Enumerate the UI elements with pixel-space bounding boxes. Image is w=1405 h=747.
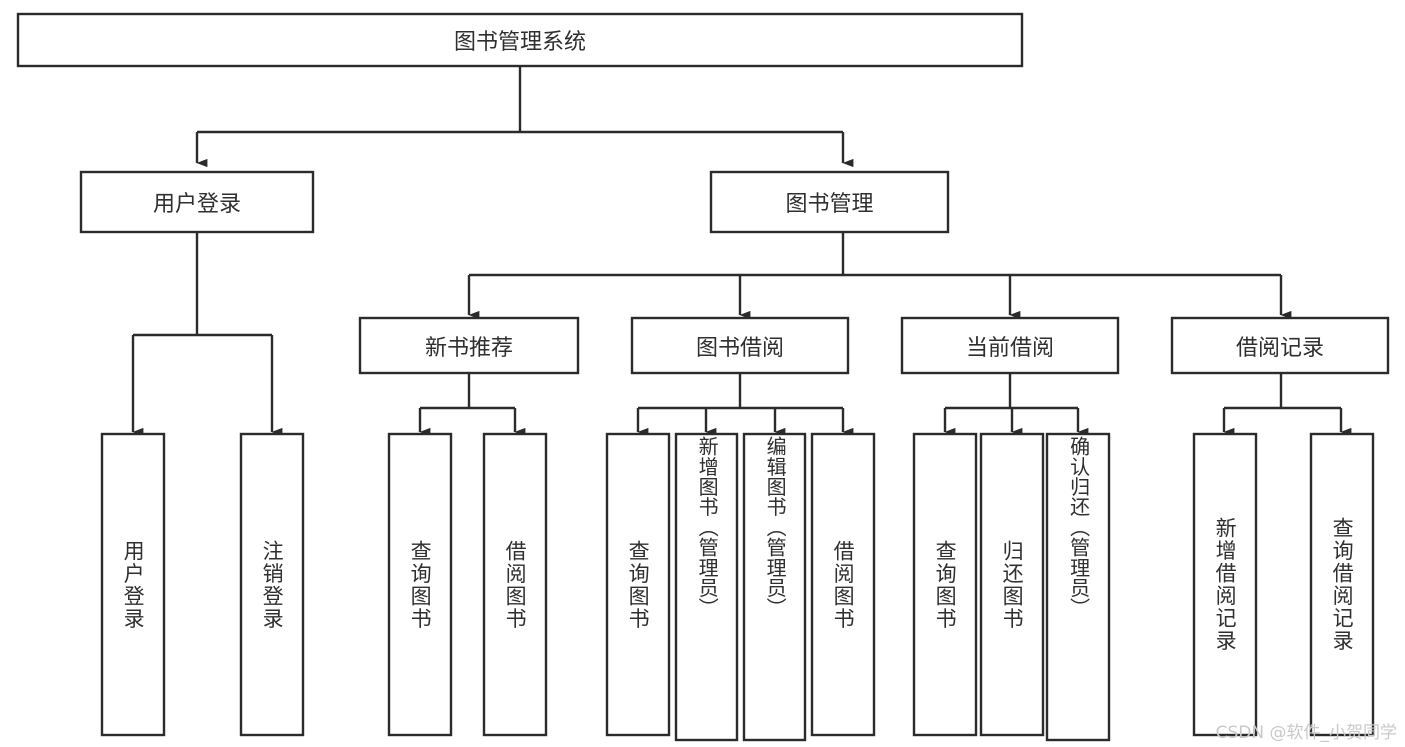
node-leaf-confirm-return-admin[interactable] xyxy=(1045,432,1111,742)
node-book-borrow[interactable] xyxy=(630,316,850,375)
node-leaf-query-record[interactable] xyxy=(1309,432,1375,737)
connector-userlogin-to-leaves xyxy=(131,232,283,437)
connector-root-to-level1 xyxy=(195,66,854,168)
connector-currentborrow-to-leaves xyxy=(943,373,1089,437)
node-user-login[interactable] xyxy=(79,170,315,234)
node-leaf-add-book-admin[interactable] xyxy=(674,432,739,742)
node-leaf-return-book[interactable] xyxy=(979,432,1045,737)
node-borrow-record[interactable] xyxy=(1170,316,1390,375)
connector-bookmanage-to-level2 xyxy=(467,232,1292,320)
connector-newbookrec-to-leaves xyxy=(418,373,526,437)
node-leaf-borrow-book-1[interactable] xyxy=(482,432,548,737)
node-leaf-add-record[interactable] xyxy=(1192,432,1258,737)
connector-bookborrow-to-leaves xyxy=(636,373,854,437)
node-root[interactable] xyxy=(16,12,1024,68)
node-book-manage[interactable] xyxy=(709,170,950,234)
node-current-borrow[interactable] xyxy=(900,316,1120,375)
node-leaf-edit-book-admin[interactable] xyxy=(742,432,807,742)
connector-borrowrecord-to-leaves xyxy=(1222,373,1352,437)
node-leaf-borrow-book-2[interactable] xyxy=(810,432,876,737)
node-leaf-logout[interactable] xyxy=(239,432,305,737)
node-leaf-user-login[interactable] xyxy=(100,432,166,737)
node-leaf-query-book-1[interactable] xyxy=(387,432,453,737)
node-new-book-rec[interactable] xyxy=(358,316,580,375)
node-leaf-query-book-3[interactable] xyxy=(912,432,978,737)
node-leaf-query-book-2[interactable] xyxy=(605,432,671,737)
